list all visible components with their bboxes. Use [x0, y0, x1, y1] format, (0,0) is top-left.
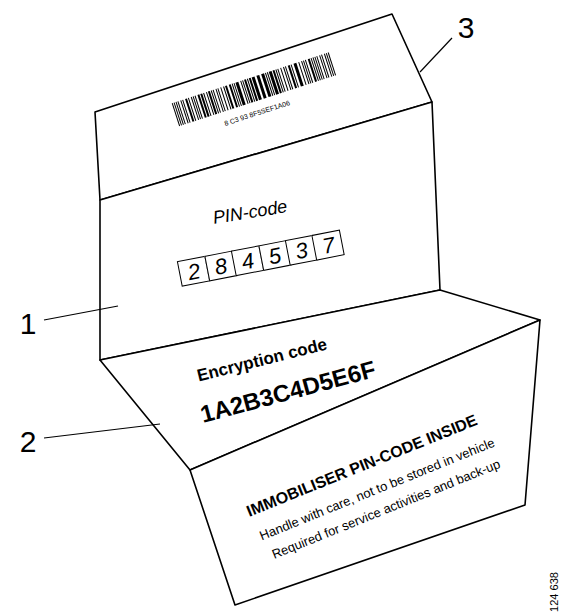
leader-line	[44, 424, 160, 438]
callout-number-text: 2	[20, 425, 37, 458]
barcode-bar	[311, 58, 319, 81]
pin-digit: 2	[186, 258, 203, 285]
barcode-bar	[191, 97, 199, 120]
barcode-bar	[312, 57, 320, 80]
pin-digit: 7	[320, 232, 337, 259]
callout-number: 3	[458, 13, 475, 43]
pin-digit: 4	[239, 248, 256, 275]
barcode-bar	[324, 54, 332, 77]
pin-digit: 5	[266, 243, 283, 270]
warning-panel	[190, 320, 540, 605]
barcode-bar	[328, 52, 336, 75]
barcode-bar	[174, 102, 182, 125]
figure-number-text: 124 638	[548, 572, 560, 612]
barcode-bar	[326, 53, 334, 76]
pin-digit: 3	[293, 237, 310, 264]
pin-digit-box: 7	[312, 230, 345, 261]
callout-number-text: 1	[20, 307, 37, 340]
barcode	[172, 52, 336, 126]
barcode-bar	[301, 61, 309, 84]
pin-digit: 8	[213, 253, 230, 280]
callout-number: 2	[20, 427, 37, 457]
callout-number-text: 3	[458, 11, 475, 44]
figure-number: 124 638	[549, 572, 560, 612]
leader-line	[420, 38, 452, 72]
barcode-bar	[172, 103, 180, 126]
leader-line	[44, 306, 118, 320]
callout-number: 1	[20, 309, 37, 339]
barcode-bar	[293, 63, 303, 87]
